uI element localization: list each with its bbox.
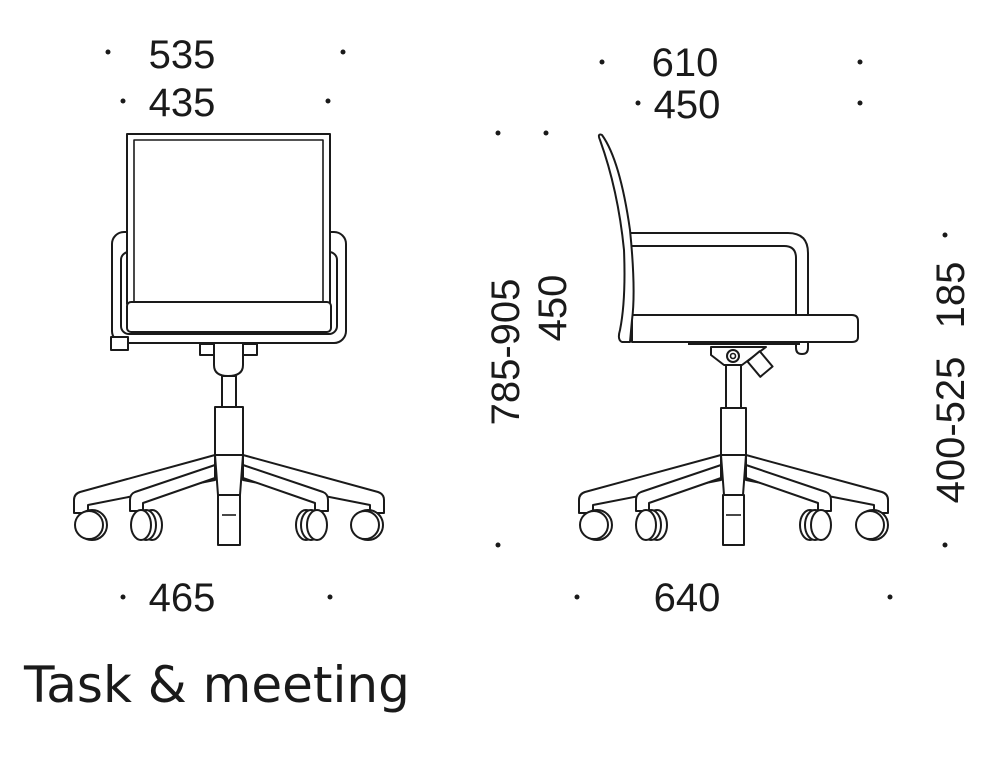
armrest-height-label: 185 bbox=[929, 262, 973, 329]
side-base-depth-label: 640 bbox=[654, 576, 721, 620]
seat-height-label: 400-525 bbox=[929, 357, 973, 504]
side-seat-depth-label: 450 bbox=[654, 83, 721, 127]
front-overall-width-label: 535 bbox=[149, 33, 216, 77]
front-seat-width-label: 435 bbox=[149, 81, 216, 125]
total-height-label: 785-905 bbox=[484, 279, 528, 426]
product-category-title: Task & meeting bbox=[23, 656, 410, 714]
side-overall-depth-label: 610 bbox=[652, 41, 719, 85]
chair-side-view bbox=[578, 133, 889, 546]
front-base-width-label: 465 bbox=[149, 576, 216, 620]
dimension-markers bbox=[105, 49, 948, 600]
chair-front-view bbox=[73, 133, 385, 546]
backrest-height-label: 450 bbox=[531, 275, 575, 342]
